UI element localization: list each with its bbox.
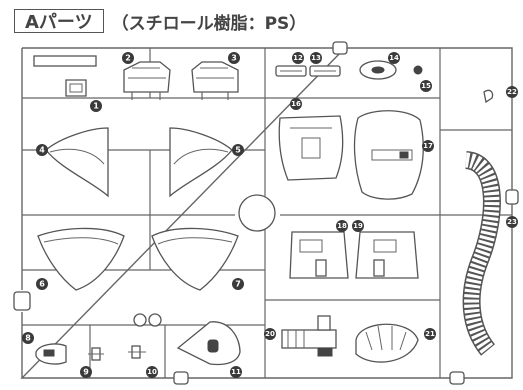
part-number-17: 17 — [422, 140, 434, 152]
runner-tab-bottom — [173, 371, 189, 385]
runner-tab-left — [13, 291, 31, 311]
svg-text:7: 7 — [235, 280, 241, 289]
part-number-12: 12 — [292, 52, 304, 64]
part-3-shape — [191, 61, 239, 100]
svg-text:15: 15 — [421, 82, 431, 90]
part-17-shape — [353, 110, 424, 200]
part-18-shape — [289, 231, 349, 279]
part-number-8: 8 — [22, 332, 34, 344]
svg-text:13: 13 — [311, 54, 321, 62]
part-number-15: 15 — [420, 80, 432, 92]
part-7-detail — [157, 237, 233, 245]
part-21-shape — [355, 323, 419, 363]
part-number-18: 18 — [336, 220, 348, 232]
svg-text:8: 8 — [25, 334, 31, 343]
svg-text:17: 17 — [423, 142, 433, 150]
svg-text:19: 19 — [353, 222, 363, 230]
sprue-tag: Aパーツ — [14, 9, 104, 33]
part-20-shape — [281, 315, 337, 357]
label-plate — [33, 55, 97, 67]
part-15-shape — [413, 65, 423, 75]
part-ring-b — [148, 313, 162, 327]
part-number-11: 11 — [230, 366, 242, 378]
part-5-shape — [169, 127, 233, 198]
part-number-6: 6 — [36, 278, 48, 290]
sprue-frame — [20, 47, 513, 379]
part-number-5: 5 — [232, 144, 244, 156]
part-14-shape — [359, 60, 397, 80]
part-7-shape — [151, 227, 239, 291]
part-number-2: 2 — [122, 52, 134, 64]
part-16-shape — [278, 115, 344, 181]
material-label: （スチロール樹脂：PS） — [111, 13, 307, 34]
runner-tab-top — [332, 41, 348, 55]
part-number-20: 20 — [264, 328, 276, 340]
part-number-3: 3 — [228, 52, 240, 64]
part-19-shape — [355, 231, 419, 279]
svg-text:3: 3 — [231, 54, 237, 63]
part-23-shape — [462, 151, 501, 356]
part-4-detail — [49, 148, 105, 165]
svg-text:11: 11 — [231, 368, 241, 376]
part-number-1: 1 — [90, 100, 102, 112]
part-5-detail — [173, 148, 229, 165]
svg-text:4: 4 — [39, 146, 45, 155]
part-number-4: 4 — [36, 144, 48, 156]
part-number-21: 21 — [424, 328, 436, 340]
part-8-shape — [35, 343, 67, 365]
part-11-shape — [176, 321, 241, 366]
svg-text:6: 6 — [39, 280, 45, 289]
part-number-10: 10 — [146, 366, 158, 378]
svg-text:5: 5 — [235, 146, 241, 155]
svg-text:18: 18 — [337, 222, 347, 230]
svg-text:20: 20 — [265, 330, 275, 338]
part-1-shape — [65, 79, 87, 97]
gate-circle — [238, 194, 276, 232]
svg-text:22: 22 — [507, 88, 517, 96]
part-10-shape — [128, 345, 146, 359]
part-number-23: 23 — [506, 216, 518, 228]
svg-text:16: 16 — [291, 100, 301, 108]
part-number-22: 22 — [506, 86, 518, 98]
runner-tab-bottom-right — [449, 371, 465, 385]
part-ring-a — [133, 313, 147, 327]
part-6-detail — [43, 237, 119, 245]
part-number-7: 7 — [232, 278, 244, 290]
runner-tab-right — [505, 189, 519, 205]
part-22-shape — [483, 89, 494, 104]
svg-text:9: 9 — [83, 368, 89, 377]
part-4-shape — [45, 127, 109, 198]
svg-text:12: 12 — [293, 54, 303, 62]
svg-text:2: 2 — [125, 54, 131, 63]
part-number-16: 16 — [290, 98, 302, 110]
part-number-14: 14 — [388, 52, 400, 64]
svg-text:21: 21 — [425, 330, 435, 338]
part-6-shape — [37, 227, 125, 291]
part-number-13: 13 — [310, 52, 322, 64]
sprue-title: Aパーツ （スチロール樹脂：PS） — [14, 8, 306, 34]
part-12-13-shape — [275, 65, 341, 77]
svg-text:14: 14 — [389, 54, 399, 62]
svg-text:23: 23 — [507, 218, 517, 226]
part-number-19: 19 — [352, 220, 364, 232]
part-number-9: 9 — [80, 366, 92, 378]
svg-text:10: 10 — [147, 368, 157, 376]
svg-text:1: 1 — [93, 102, 99, 111]
part-9-shape — [88, 347, 104, 361]
part-2-shape — [123, 61, 171, 100]
